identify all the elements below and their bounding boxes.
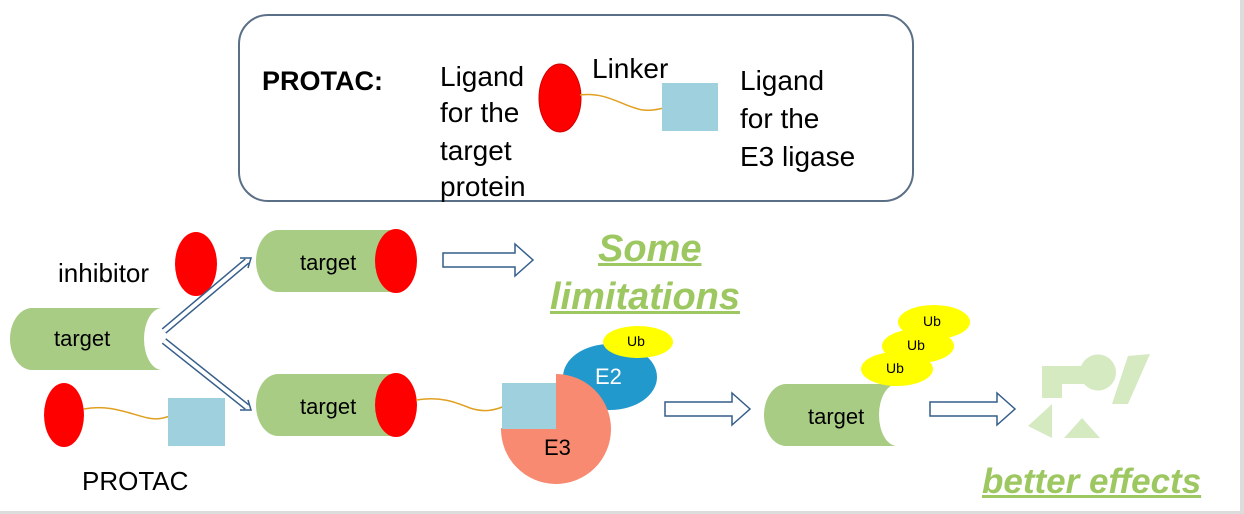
- frame-edge-right: [1240, 0, 1244, 514]
- better-effects-label: better effects: [982, 462, 1202, 501]
- legend-target-ligand-shape: [538, 63, 582, 133]
- protac-label: PROTAC: [82, 466, 189, 496]
- legend-ligand-target-line-4: protein: [440, 171, 526, 202]
- legend-ligand-target-line-2: for the: [440, 97, 520, 128]
- some-limitations-line-2: limitations: [550, 276, 741, 318]
- ubiquitinated-target-label: target: [808, 404, 865, 429]
- start-target-cylinder: [10, 308, 162, 370]
- protac-legend-box: [238, 14, 914, 202]
- protac-e3-ligand: [168, 398, 225, 446]
- ub-chain-bottom-label: Ub: [886, 360, 904, 376]
- legend-ligand-e3-line-2: for the: [740, 103, 820, 134]
- ubiquitinated-target-cylinder: [764, 384, 897, 446]
- start-target-label: target: [54, 326, 111, 351]
- degraded-fragments: [1028, 354, 1150, 438]
- lower-target-cylinder: [256, 374, 393, 436]
- e3-label: E3: [544, 435, 571, 460]
- upper-target-label: target: [300, 250, 357, 275]
- protac-target-ligand: [44, 383, 84, 447]
- legend-ligand-target-line-3: target: [440, 135, 512, 166]
- legend-e3-ligand-shape: [662, 83, 718, 131]
- legend-ligand-target-line-1: Ligand: [440, 61, 525, 92]
- upper-target-cylinder: [256, 230, 393, 292]
- ub-chain-bottom: [861, 352, 933, 386]
- lower-linker-line: [415, 397, 506, 412]
- e2-label: E2: [595, 364, 622, 389]
- legend-ligand-e3-line-3: E3 ligase: [740, 141, 856, 172]
- upper-bound-inhibitor: [375, 229, 417, 293]
- protac-linker-line: [83, 406, 171, 420]
- some-limitations-line-1: Some: [598, 228, 702, 270]
- legend-title: PROTAC:: [262, 66, 383, 96]
- lower-target-label: target: [300, 394, 357, 419]
- ub-chain-top-label: Ub: [923, 313, 941, 329]
- e2-ub-label: Ub: [627, 333, 645, 349]
- legend-linker-label: Linker: [592, 53, 669, 84]
- legend-ligand-e3-line-1: Ligand: [740, 65, 825, 96]
- final-hollow-arrow: [929, 391, 1017, 427]
- upper-hollow-arrow: [442, 242, 535, 278]
- inhibitor-shape: [175, 232, 217, 296]
- e3-ligand-square: [502, 383, 556, 429]
- ub-chain-middle-label: Ub: [907, 337, 925, 353]
- legend-linker-line: [579, 93, 665, 112]
- lower-bound-ligand: [375, 373, 417, 437]
- frame-edge-bottom: [0, 511, 1244, 514]
- lower-hollow-arrow: [664, 391, 752, 427]
- e2-ub-shape: [603, 326, 673, 358]
- inhibitor-label: inhibitor: [58, 258, 150, 288]
